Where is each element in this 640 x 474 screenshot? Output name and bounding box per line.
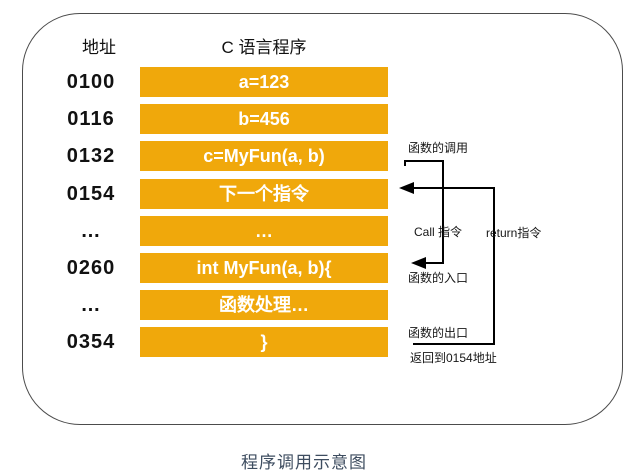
memory-cell-next-instruction: 下一个指令 [140, 179, 388, 209]
address-label-0100: 0100 [66, 71, 116, 93]
memory-cell-closing-brace: } [140, 327, 388, 357]
memory-cell-b456: b=456 [140, 104, 388, 134]
memory-cell-a123: a=123 [140, 67, 388, 97]
return-instruction-annotation: return指令 [486, 226, 542, 240]
program-column-header: C 语言程序 [221, 38, 307, 57]
address-label-0260: 0260 [66, 257, 116, 279]
address-label-ellipsis-1: … [80, 220, 102, 242]
address-label-0354: 0354 [66, 331, 116, 353]
address-label-0116: 0116 [67, 108, 115, 130]
diagram-caption: 程序调用示意图 [241, 453, 367, 472]
memory-cell-ellipsis-1: … [140, 216, 388, 246]
memory-cell-myfun-entry: int MyFun(a, b){ [140, 253, 388, 283]
return-to-address-annotation: 返回到0154地址 [410, 351, 497, 365]
function-call-annotation: 函数的调用 [408, 141, 469, 155]
function-exit-annotation: 函数的出口 [408, 326, 469, 340]
call-instruction-annotation: Call 指令 [414, 225, 463, 239]
memory-cell-function-body: 函数处理… [140, 290, 388, 320]
address-column-header: 地址 [82, 38, 116, 57]
address-label-ellipsis-2: … [80, 294, 102, 316]
memory-cell-call-myfun: c=MyFun(a, b) [140, 141, 388, 171]
function-entry-annotation: 函数的入口 [408, 271, 469, 285]
address-label-0132: 0132 [66, 145, 116, 167]
address-label-0154: 0154 [66, 183, 116, 205]
